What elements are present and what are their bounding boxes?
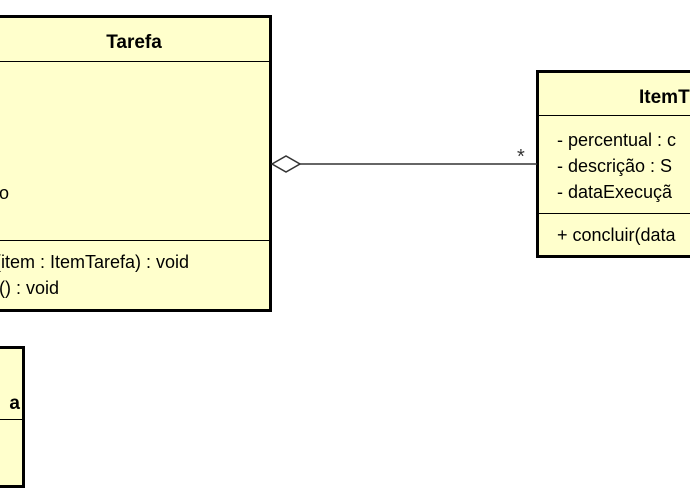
attributes-section: - percentual : c - descrição : S - dataE… (539, 115, 690, 213)
class-name: a (9, 393, 20, 414)
attribute: - percentual : c (557, 130, 677, 150)
operations-section: m(item : ItemTarefa) : void us() : void (0, 240, 269, 301)
class-name: Tarefa (106, 32, 162, 53)
class-partial[interactable]: a (0, 346, 25, 488)
class-name: ItemT (639, 87, 690, 108)
attributes-section: o (0, 61, 269, 240)
class-tarefa[interactable]: Tarefa o m(item : ItemTarefa) : void us(… (0, 15, 272, 312)
attribute-fragment: o (0, 183, 10, 203)
class-item-tarefa[interactable]: ItemT - percentual : c - descrição : S -… (536, 70, 690, 258)
multiplicity-label: * (517, 146, 525, 168)
operations-section: + concluir(data (539, 213, 690, 248)
attributes-section (0, 419, 22, 420)
attribute: - descrição : S (557, 156, 673, 176)
operation: m(item : ItemTarefa) : void (0, 252, 190, 272)
attribute: - dataExecuçã (557, 182, 673, 202)
operation: us() : void (0, 278, 60, 298)
operation: + concluir(data (557, 225, 676, 245)
aggregation-diamond (270, 155, 302, 173)
